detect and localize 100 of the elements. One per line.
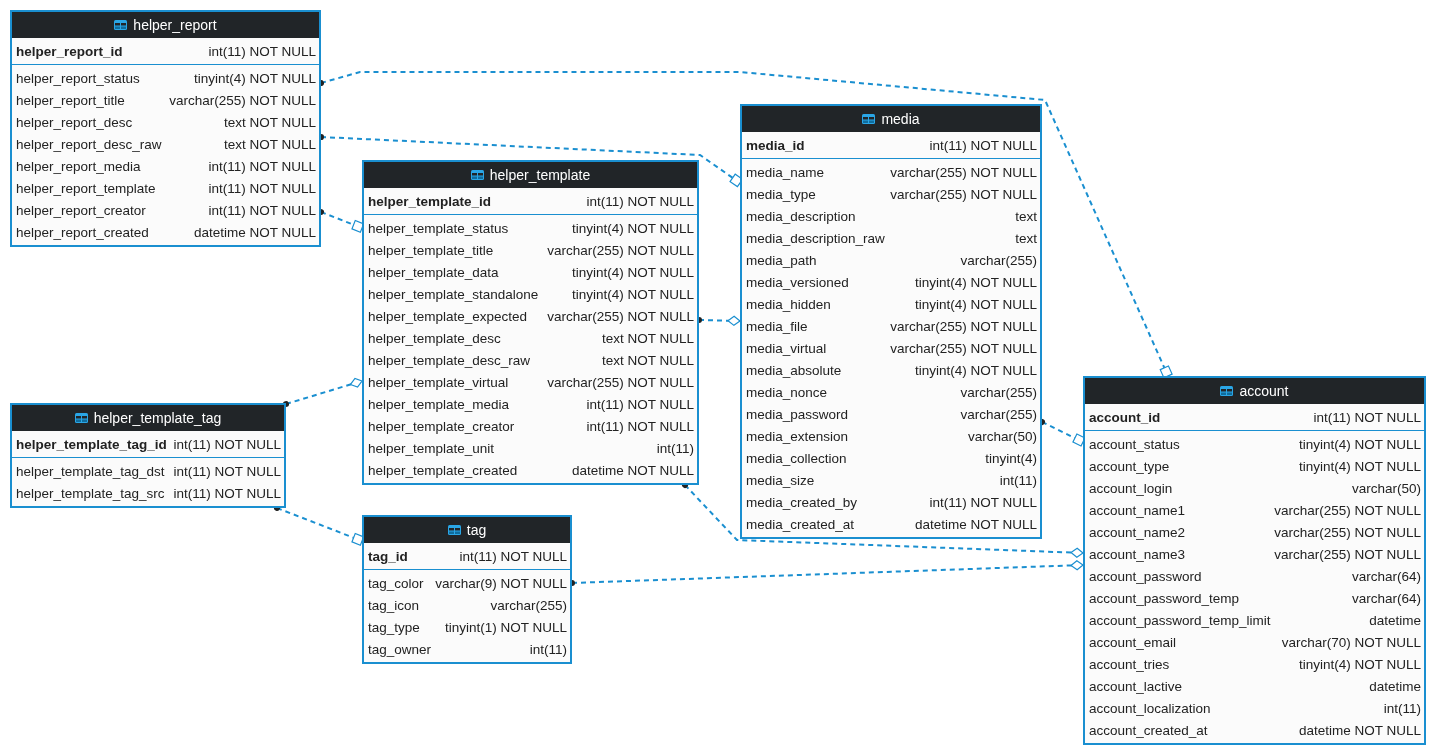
column-type: int(11) xyxy=(656,440,694,456)
column-name: account_type xyxy=(1089,458,1170,474)
column-name: media_created_at xyxy=(746,516,855,532)
column-name: media_name xyxy=(746,164,825,180)
column-type: tinyint(4) NOT NULL xyxy=(571,220,694,236)
column-type: varchar(255) NOT NULL xyxy=(1274,524,1421,540)
table-title: tag xyxy=(466,522,487,538)
column-name: helper_template_expected xyxy=(368,308,528,324)
column-name: helper_template_status xyxy=(368,220,509,236)
column-name: tag_type xyxy=(368,619,420,635)
column-type: tinyint(4) NOT NULL xyxy=(571,286,694,302)
column-name: helper_report_template xyxy=(16,180,156,196)
entity-table xyxy=(10,10,321,247)
column-type: varchar(255) xyxy=(960,406,1037,422)
column-name: account_password xyxy=(1089,568,1202,584)
column-type: int(11) NOT NULL xyxy=(208,158,316,174)
column-name: helper_report_id xyxy=(16,43,123,59)
column-name: helper_template_unit xyxy=(368,440,495,456)
column-type: int(11) NOT NULL xyxy=(1313,409,1421,425)
column-name: helper_report_desc_raw xyxy=(16,136,162,152)
column-name: helper_template_media xyxy=(368,396,510,412)
column-type: int(11) xyxy=(999,472,1037,488)
column-type: varchar(50) xyxy=(1351,480,1421,496)
column-name: tag_icon xyxy=(368,597,420,613)
column-name: media_collection xyxy=(746,450,847,466)
column-type: text xyxy=(1015,230,1037,246)
column-name: helper_report_desc xyxy=(16,114,133,130)
column-name: media_size xyxy=(746,472,815,488)
column-type: int(11) NOT NULL xyxy=(173,485,281,501)
column-name: helper_template_tag_dst xyxy=(16,463,165,479)
column-type: text NOT NULL xyxy=(601,352,694,368)
column-type: varchar(64) xyxy=(1351,568,1421,584)
column-type: varchar(9) NOT NULL xyxy=(435,575,567,591)
column-type: datetime NOT NULL xyxy=(914,516,1037,532)
column-type: int(11) NOT NULL xyxy=(459,548,567,564)
column-type: int(11) xyxy=(1383,700,1421,716)
column-type: datetime NOT NULL xyxy=(193,224,316,240)
column-name: tag_owner xyxy=(368,641,432,657)
column-name: helper_template_desc_raw xyxy=(368,352,531,368)
column-name: helper_template_virtual xyxy=(368,374,509,390)
column-type: datetime xyxy=(1369,678,1421,694)
column-type: tinyint(4) NOT NULL xyxy=(1298,458,1421,474)
column-name: media_nonce xyxy=(746,384,828,400)
column-name: account_id xyxy=(1089,409,1161,425)
column-type: varchar(255) NOT NULL xyxy=(890,186,1037,202)
column-type: datetime NOT NULL xyxy=(1298,722,1421,738)
column-type: datetime NOT NULL xyxy=(571,462,694,478)
column-name: helper_template_tag_id xyxy=(16,436,167,452)
relationship-line xyxy=(283,377,363,407)
column-name: helper_template_creator xyxy=(368,418,515,434)
column-type: varchar(255) NOT NULL xyxy=(547,308,694,324)
column-type: datetime xyxy=(1369,612,1421,628)
column-name: media_type xyxy=(746,186,816,202)
table-title: helper_template_tag xyxy=(93,410,222,426)
column-name: account_password_temp_limit xyxy=(1089,612,1271,628)
column-type: text NOT NULL xyxy=(223,136,316,152)
column-type: varchar(255) NOT NULL xyxy=(890,164,1037,180)
column-name: helper_template_standalone xyxy=(368,286,539,302)
column-name: account_name3 xyxy=(1089,546,1186,562)
column-type: varchar(255) NOT NULL xyxy=(890,318,1037,334)
column-type: varchar(255) NOT NULL xyxy=(1274,546,1421,562)
column-type: varchar(255) NOT NULL xyxy=(1274,502,1421,518)
column-type: varchar(64) xyxy=(1351,590,1421,606)
column-type: varchar(255) xyxy=(490,597,567,613)
column-name: media_password xyxy=(746,406,849,422)
column-name: helper_report_creator xyxy=(16,202,146,218)
column-name: helper_report_created xyxy=(16,224,149,240)
entity-table xyxy=(362,160,699,485)
entity-table xyxy=(1083,376,1426,745)
column-name: account_email xyxy=(1089,634,1177,650)
column-type: int(11) NOT NULL xyxy=(929,494,1037,510)
column-type: int(11) NOT NULL xyxy=(208,202,316,218)
column-name: media_path xyxy=(746,252,817,268)
column-name: media_id xyxy=(746,137,805,153)
column-name: account_name2 xyxy=(1089,524,1186,540)
column-type: tinyint(4) NOT NULL xyxy=(914,274,1037,290)
column-name: media_hidden xyxy=(746,296,831,312)
table-title: account xyxy=(1239,383,1289,399)
column-type: varchar(50) xyxy=(967,428,1037,444)
column-type: tinyint(4) NOT NULL xyxy=(914,362,1037,378)
column-type: varchar(255) NOT NULL xyxy=(169,92,316,108)
column-type: tinyint(4) NOT NULL xyxy=(1298,436,1421,452)
column-type: varchar(255) NOT NULL xyxy=(890,340,1037,356)
column-name: tag_id xyxy=(368,548,408,564)
table-title: helper_report xyxy=(133,17,217,33)
column-type: int(11) NOT NULL xyxy=(173,436,281,452)
column-name: helper_template_title xyxy=(368,242,494,258)
table-title: helper_template xyxy=(489,167,591,183)
column-name: account_localization xyxy=(1089,700,1211,716)
column-name: account_name1 xyxy=(1089,502,1186,518)
column-name: helper_template_tag_src xyxy=(16,485,165,501)
column-type: int(11) NOT NULL xyxy=(173,463,281,479)
column-name: media_description_raw xyxy=(746,230,885,246)
column-type: tinyint(4) NOT NULL xyxy=(193,70,316,86)
column-type: int(11) NOT NULL xyxy=(586,418,694,434)
column-type: int(11) xyxy=(529,641,567,657)
column-name: helper_template_created xyxy=(368,462,518,478)
column-type: text NOT NULL xyxy=(601,330,694,346)
column-name: helper_template_id xyxy=(368,193,492,209)
column-name: helper_template_data xyxy=(368,264,499,280)
